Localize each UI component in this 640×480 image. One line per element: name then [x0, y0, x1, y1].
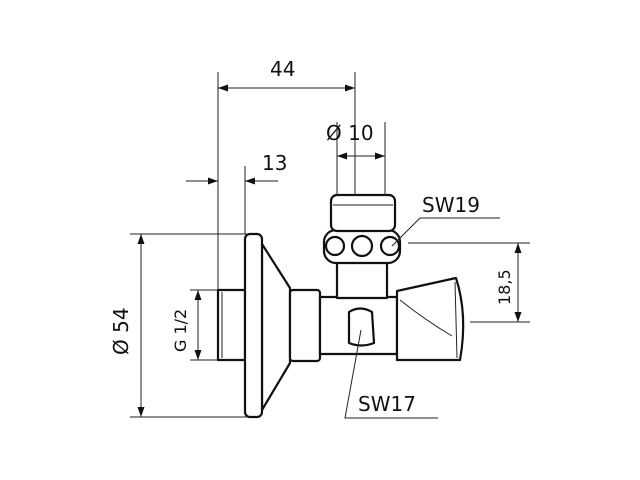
label-d10: Ø 10: [326, 121, 374, 145]
rosette-cone: [260, 242, 292, 412]
dim-d10: Ø 10: [326, 121, 386, 196]
top-cap: [329, 193, 397, 233]
rosette-plate: [243, 232, 264, 419]
sw17-hex: [347, 307, 376, 347]
label-13: 13: [262, 151, 287, 175]
label-sw19: SW19: [422, 193, 480, 217]
dim-g12: G 1/2: [171, 289, 218, 361]
callout-sw17: SW17: [344, 329, 438, 419]
label-44: 44: [270, 57, 295, 81]
stem: [335, 260, 389, 300]
dim-13: 13: [186, 151, 287, 234]
dim-d54: Ø 54: [109, 233, 248, 418]
label-18-5: 18,5: [495, 269, 514, 305]
dim-18-5: 18,5: [408, 242, 530, 323]
callout-sw19: SW19: [391, 193, 500, 247]
label-sw17: SW17: [358, 392, 416, 416]
handle: [395, 276, 465, 362]
valve-body: [216, 193, 465, 419]
neck: [288, 288, 322, 363]
dim-44: 44: [217, 57, 356, 290]
label-g12: G 1/2: [171, 309, 190, 352]
label-d54: Ø 54: [109, 307, 133, 355]
